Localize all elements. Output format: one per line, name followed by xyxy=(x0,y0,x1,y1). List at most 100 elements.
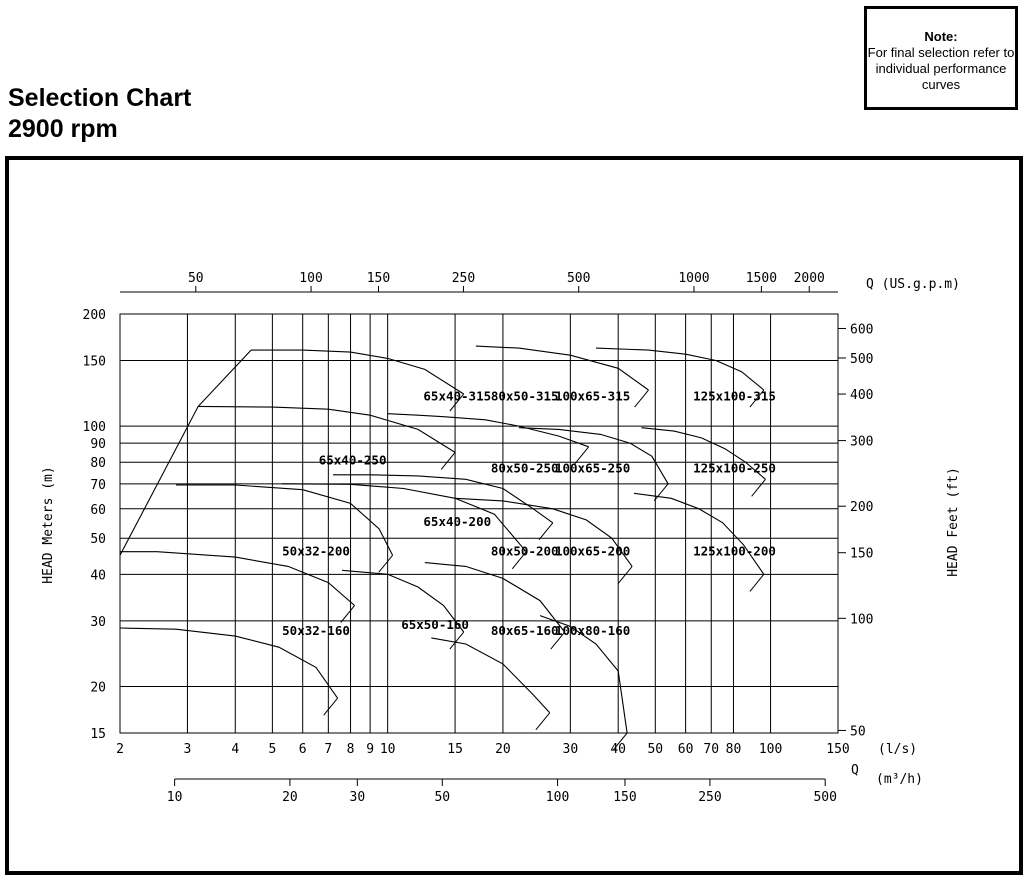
pump-label: 50x32-160 xyxy=(282,623,350,638)
pump-label: 65x40-250 xyxy=(319,452,387,467)
grid xyxy=(119,313,839,734)
pump-label: 80x50-315 xyxy=(491,389,559,404)
x-tick-label: 150 xyxy=(826,742,849,757)
pump-curve-125x100-250 xyxy=(641,427,766,480)
x-tick-label: 8 xyxy=(347,742,355,757)
x-tick-label: 60 xyxy=(678,742,694,757)
x-tick-label: 40 xyxy=(610,742,626,757)
y-tick-label: 80 xyxy=(90,456,106,471)
m3h-axis-unit-label: (m³/h) xyxy=(876,772,923,787)
m3h-axis-tick-label: 150 xyxy=(613,790,636,805)
curve-end-line xyxy=(653,483,669,502)
x-tick-label: 6 xyxy=(299,742,307,757)
pump-curve-65x40-200 xyxy=(176,484,394,556)
y-tick-label: 20 xyxy=(90,680,106,695)
pump-curve-100x65-315 xyxy=(475,345,649,391)
pump-curve-125x100-200 xyxy=(633,492,765,575)
pump-curve-100x80-160 xyxy=(539,615,628,734)
pump-curve-100x65-250 xyxy=(518,427,669,485)
curve-end-line xyxy=(617,566,633,584)
pump-label: 80x65-160 xyxy=(491,623,559,638)
m3h-axis-tick-label: 20 xyxy=(282,790,298,805)
m3h-axis-tick-label: 500 xyxy=(813,790,836,805)
curves xyxy=(119,345,766,751)
pump-curve-100x65-200 xyxy=(455,497,633,567)
x-tick-label: 2 xyxy=(116,742,124,757)
pump-label: 125x100-250 xyxy=(693,461,776,476)
curve-end-line xyxy=(612,732,628,751)
pump-curve-80x65-200 xyxy=(424,562,566,633)
pump-label: 80x50-250 xyxy=(491,461,559,476)
curve-end-line xyxy=(538,522,554,541)
pump-curve-65x40-250 xyxy=(198,405,456,453)
curve-end-line xyxy=(535,712,551,731)
y-right-tick-label: 500 xyxy=(850,352,873,367)
x-tick-label: 50 xyxy=(647,742,663,757)
chart-subtitle-rpm: 2900 rpm xyxy=(8,115,118,143)
y-tick-label: 90 xyxy=(90,437,106,452)
x-tick-label: 30 xyxy=(563,742,579,757)
top-axis-tick-label: 1000 xyxy=(678,271,709,286)
chart-title: Selection Chart xyxy=(8,84,192,112)
pump-label: 80x50-200 xyxy=(491,543,559,558)
x-tick-label: 15 xyxy=(447,742,463,757)
note-title: Note: xyxy=(924,29,958,44)
pump-curve-125x100-315 xyxy=(595,347,765,391)
x-tick-label: 5 xyxy=(268,742,276,757)
pump-curve-65x50-160 xyxy=(341,569,465,633)
x-axis-unit-label: (l/s) xyxy=(878,742,917,757)
pump-label: 125x100-315 xyxy=(693,389,776,404)
note-text: For final selection refer to individual … xyxy=(867,45,1015,92)
x-tick-label: 20 xyxy=(495,742,511,757)
pump-curve-80x50-250 xyxy=(333,474,554,524)
y-tick-label: 70 xyxy=(90,478,106,493)
x-tick-label: 3 xyxy=(184,742,192,757)
curve-end-line xyxy=(323,697,338,716)
m3h-axis-tick-label: 50 xyxy=(434,790,450,805)
pump-label: 100x65-250 xyxy=(555,461,630,476)
m3h-axis-tick-label: 30 xyxy=(350,790,366,805)
pump-label: 65x40-315 xyxy=(423,389,491,404)
top-axis-tick-label: 250 xyxy=(452,271,475,286)
curve-end-line xyxy=(749,574,765,592)
y-axis-label-meters: HEAD Meters (m) xyxy=(41,466,56,583)
x-tick-label: 4 xyxy=(231,742,239,757)
y-tick-label: 150 xyxy=(83,355,106,370)
y-tick-label: 100 xyxy=(83,420,106,435)
curve-end-line xyxy=(751,478,766,497)
y-tick-label: 60 xyxy=(90,503,106,518)
m3h-axis-tick-label: 10 xyxy=(167,790,183,805)
m3h-axis-tick-label: 100 xyxy=(546,790,569,805)
curve-end-line xyxy=(511,551,527,570)
y-tick-label: 40 xyxy=(90,568,106,583)
y-tick-label: 30 xyxy=(90,615,106,630)
pump-curve-80x65-160 xyxy=(431,637,551,714)
pump-label: 100x80-160 xyxy=(555,623,630,638)
curve-end-line xyxy=(550,631,566,650)
pump-label: 50x32-200 xyxy=(282,543,350,558)
pump-curve-50x32-160 xyxy=(119,627,339,699)
x-tick-label: 9 xyxy=(366,742,374,757)
curve-end-line xyxy=(440,452,456,470)
y-right-tick-label: 200 xyxy=(850,500,873,515)
pump-curve-50x32-200 xyxy=(120,551,355,606)
pump-label: 100x65-200 xyxy=(555,543,630,558)
x-tick-label: 80 xyxy=(726,742,742,757)
top-axis-tick-label: 50 xyxy=(188,271,204,286)
x-tick-label: 10 xyxy=(380,742,396,757)
y-tick-label: 15 xyxy=(90,727,106,742)
curve-end-line xyxy=(449,393,465,412)
y-right-tick-label: 400 xyxy=(850,388,873,403)
top-axis-tick-label: 150 xyxy=(367,271,390,286)
top-axis-tick-label: 1500 xyxy=(746,271,777,286)
chart-frame xyxy=(5,156,1023,875)
pump-label: 65x40-200 xyxy=(423,514,491,529)
y-right-tick-label: 300 xyxy=(850,435,873,450)
top-axis-label: Q (US.g.p.m) xyxy=(866,277,960,292)
y-tick-label: 200 xyxy=(83,308,106,323)
x-tick-label: 7 xyxy=(324,742,332,757)
pump-label: 125x100-200 xyxy=(693,543,776,558)
